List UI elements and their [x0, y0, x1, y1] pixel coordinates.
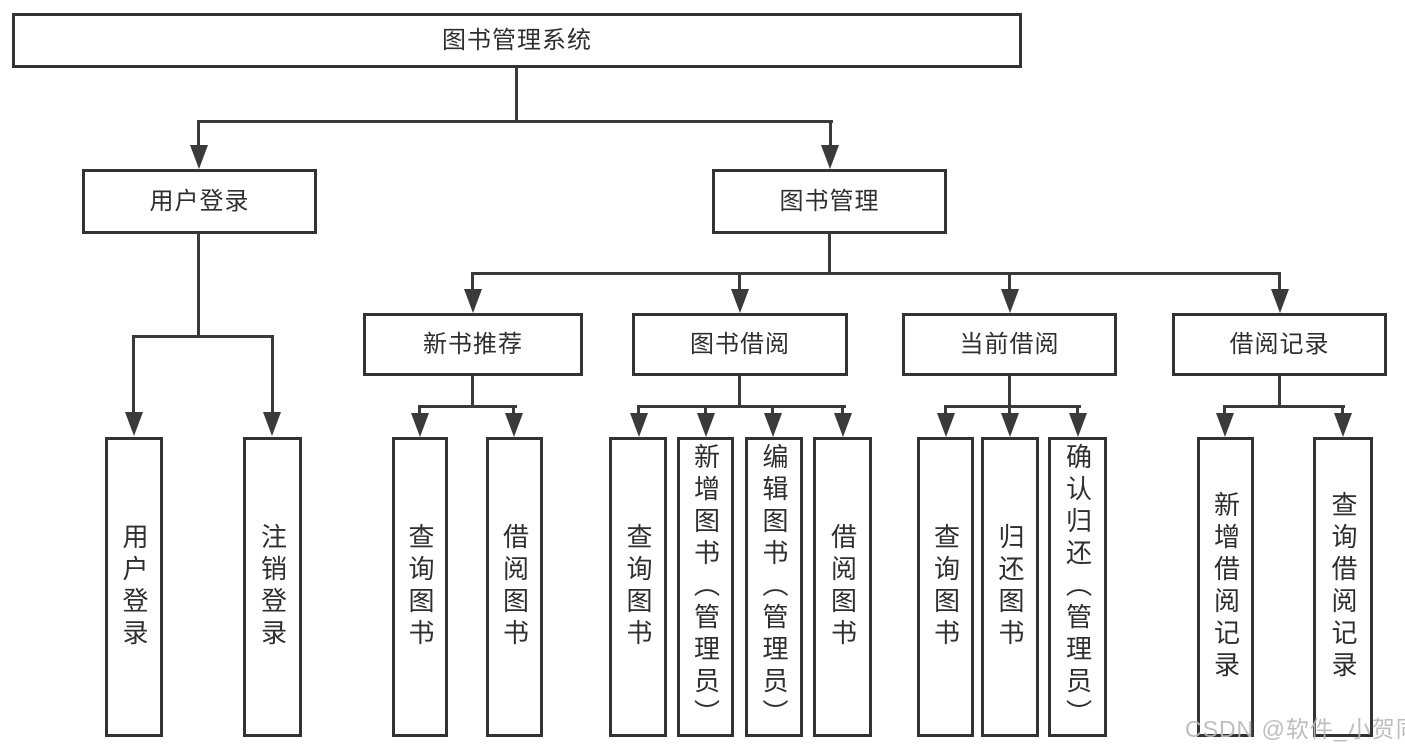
connector-user-login-drop — [197, 234, 200, 338]
connector-book-borrow-bus — [637, 405, 846, 408]
arrowhead-edit-book-admin — [764, 413, 782, 437]
arrowhead-borrow-records — [1271, 289, 1289, 313]
arrowhead-add-book-admin — [697, 413, 715, 437]
node-user-login: 用户登录 — [82, 169, 317, 234]
node-current-borrow: 当前借阅 — [902, 313, 1117, 376]
arrowhead-book-management — [821, 145, 839, 169]
node-label: 图书管理 — [779, 187, 880, 215]
connector-stem-confirm-return-admin — [1076, 405, 1079, 417]
leaf-label: 借阅图书 — [827, 523, 858, 651]
connector-stem-query-books-1 — [418, 405, 421, 417]
arrowhead-add-borrow-record — [1216, 413, 1234, 437]
leaf-label: 查询图书 — [930, 523, 961, 651]
connector-stem-query-books-2 — [637, 405, 640, 417]
connector-stem-user-login — [197, 120, 200, 148]
leaf-query-borrow-record: 查询借阅记录 — [1313, 437, 1373, 737]
connector-stem-add-book-admin — [704, 405, 707, 417]
connector-book-borrow-drop — [738, 376, 741, 407]
arrowhead-confirm-return-admin — [1069, 413, 1087, 437]
leaf-label: 借阅图书 — [499, 523, 530, 651]
watermark: CSDN @软件_小贺同学 — [1185, 716, 1405, 742]
leaf-label: 查询图书 — [623, 523, 653, 651]
arrowhead-book-borrow — [731, 289, 749, 313]
leaf-label: 用户登录 — [119, 523, 149, 651]
leaf-label: 确认归还（管理员） — [1062, 443, 1093, 731]
arrowhead-borrow-books-1 — [505, 413, 523, 437]
arrowhead-current-borrow — [1001, 289, 1019, 313]
connector-new-book-recommend-bus — [418, 405, 517, 408]
leaf-label: 注销登录 — [257, 523, 288, 651]
arrowhead-query-borrow-record — [1334, 413, 1352, 437]
leaf-return-books: 归还图书 — [981, 437, 1039, 737]
connector-stem-add-borrow-record — [1223, 405, 1226, 417]
leaf-query-books-2: 查询图书 — [609, 437, 667, 737]
node-label: 借阅记录 — [1229, 330, 1330, 358]
connector-new-book-recommend-drop — [471, 376, 474, 407]
connector-stem-current-borrow — [1008, 272, 1011, 292]
node-book-management: 图书管理 — [712, 169, 947, 234]
connector-stem-borrow-books-1 — [512, 405, 515, 417]
leaf-add-book-admin: 新增图书（管理员） — [677, 437, 734, 737]
node-book-borrow: 图书借阅 — [632, 313, 848, 376]
connector-stem-book-management — [829, 120, 832, 148]
leaf-logout: 注销登录 — [243, 437, 302, 737]
node-label: 图书借阅 — [690, 330, 790, 358]
connector-borrow-records-bus — [1223, 405, 1345, 408]
leaf-borrow-books-1: 借阅图书 — [486, 437, 543, 737]
connector-stem-return-books — [1008, 405, 1011, 417]
arrowhead-query-books-2 — [630, 413, 648, 437]
arrowhead-user-login — [190, 145, 208, 169]
leaf-edit-book-admin: 编辑图书（管理员） — [745, 437, 803, 737]
connector-root-drop — [515, 68, 518, 122]
connector-stem-book-borrow — [738, 272, 741, 292]
arrowhead-query-books-3 — [937, 413, 955, 437]
connector-borrow-records-drop — [1278, 376, 1281, 407]
connector-book-management-drop — [828, 234, 831, 275]
leaf-label: 编辑图书（管理员） — [759, 443, 789, 731]
leaf-query-books-3: 查询图书 — [917, 437, 974, 737]
leaf-confirm-return-admin: 确认归还（管理员） — [1048, 437, 1107, 737]
connector-stem-borrow-records — [1278, 272, 1281, 292]
connector-stem-user-login-leaf — [132, 335, 135, 415]
connector-current-borrow-bus — [944, 405, 1081, 408]
connector-root-bus — [197, 120, 833, 123]
leaf-label: 新增借阅记录 — [1210, 491, 1241, 683]
node-book-management-system: 图书管理系统 — [12, 13, 1022, 68]
arrowhead-new-book-recommend — [464, 289, 482, 313]
arrowhead-user-login-leaf — [125, 412, 143, 436]
arrowhead-borrow-books-2 — [834, 413, 852, 437]
leaf-label: 查询图书 — [405, 523, 435, 651]
leaf-query-books-1: 查询图书 — [392, 437, 448, 737]
node-borrow-records: 借阅记录 — [1172, 313, 1387, 376]
leaf-add-borrow-record: 新增借阅记录 — [1197, 437, 1254, 737]
connector-stem-new-book-recommend — [471, 272, 474, 292]
node-label: 图书管理系统 — [442, 26, 592, 54]
node-new-book-recommend: 新书推荐 — [363, 313, 583, 376]
node-label: 当前借阅 — [959, 330, 1060, 358]
leaf-borrow-books-2: 借阅图书 — [813, 437, 872, 737]
arrowhead-logout — [263, 412, 281, 436]
arrowhead-query-books-1 — [411, 413, 429, 437]
connector-stem-query-borrow-record — [1341, 405, 1344, 417]
node-label: 新书推荐 — [423, 330, 523, 358]
leaf-label: 查询借阅记录 — [1328, 491, 1358, 683]
connector-stem-edit-book-admin — [771, 405, 774, 417]
leaf-label: 归还图书 — [995, 523, 1025, 651]
leaf-label: 新增图书（管理员） — [690, 443, 721, 731]
node-label: 用户登录 — [149, 187, 250, 215]
leaf-user-login: 用户登录 — [105, 437, 163, 737]
connector-stem-logout — [271, 335, 274, 415]
connector-user-login-bus — [132, 335, 274, 338]
connector-book-management-bus — [471, 272, 1281, 275]
arrowhead-return-books — [1001, 413, 1019, 437]
connector-current-borrow-drop — [1008, 376, 1011, 407]
connector-stem-borrow-books-2 — [841, 405, 844, 417]
connector-stem-query-books-3 — [944, 405, 947, 417]
